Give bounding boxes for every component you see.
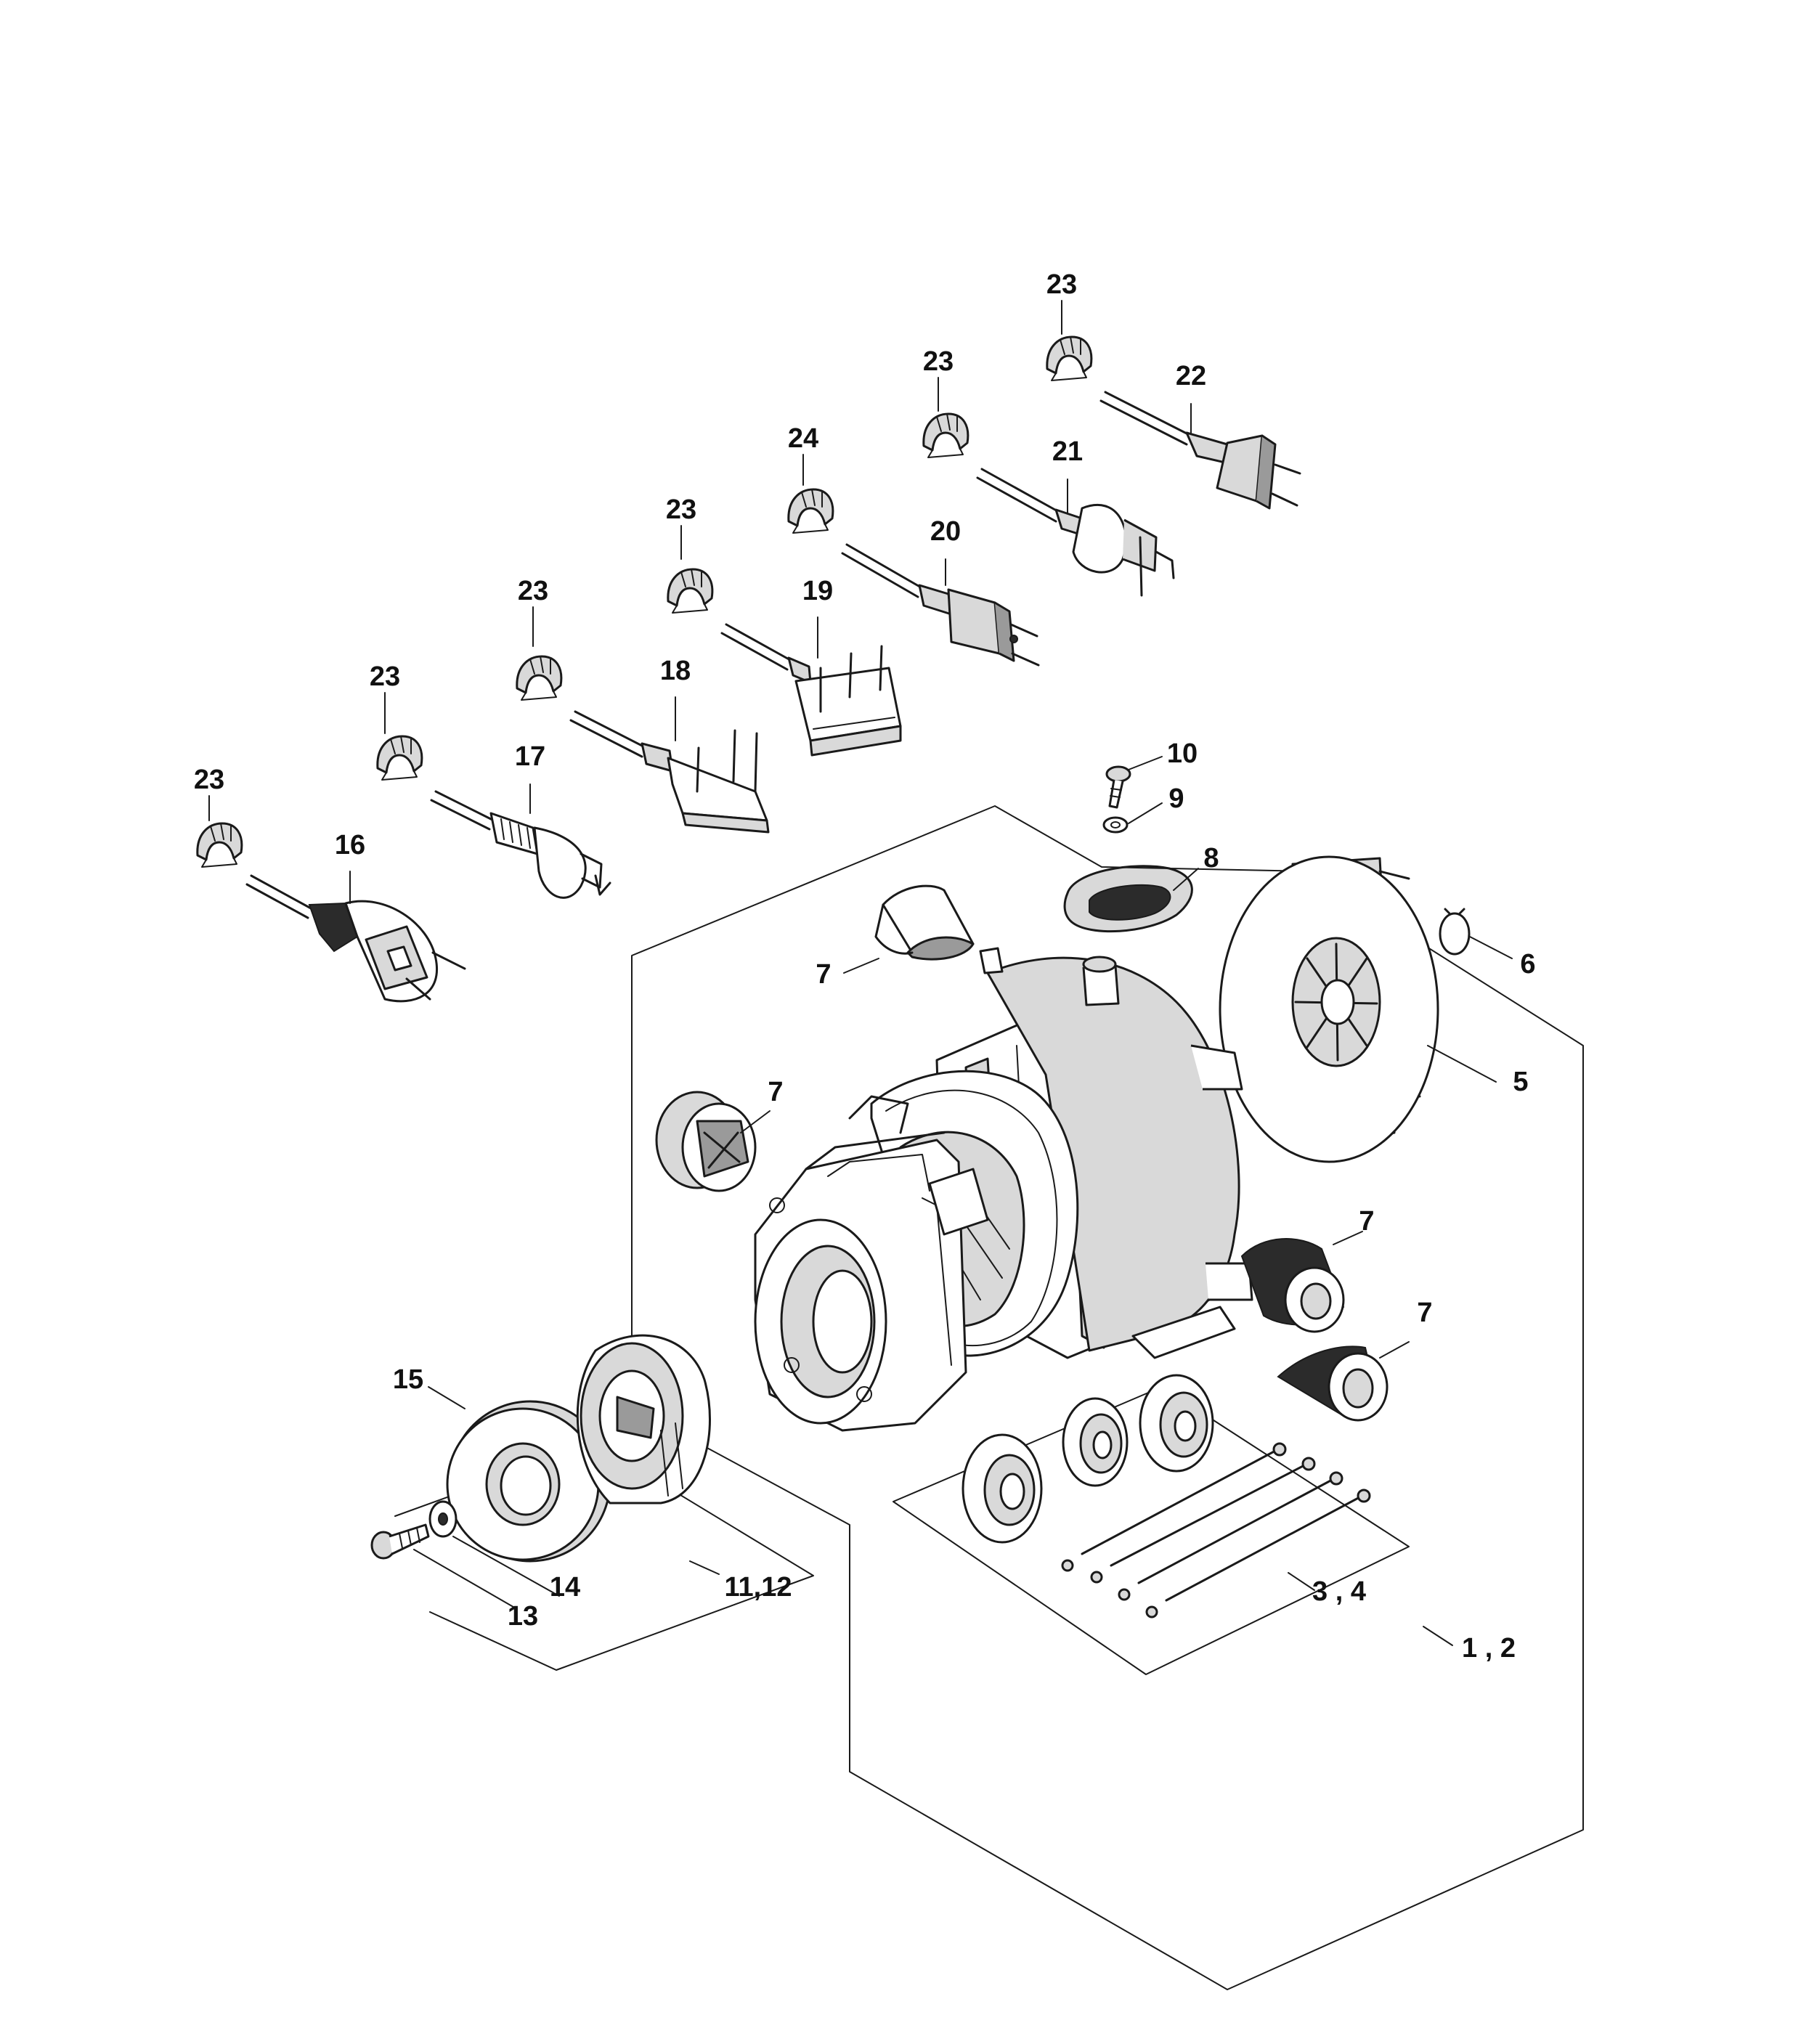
screw-10 — [1105, 765, 1131, 809]
callout-24: 24 — [788, 423, 818, 454]
callout-labels: 23 22 23 21 24 20 23 19 23 18 23 17 23 1… — [194, 269, 1536, 1664]
callout-11-12: 11,12 — [725, 1572, 792, 1603]
callout-1-2: 1 , 2 — [1462, 1633, 1516, 1664]
pulley-15 — [446, 1400, 611, 1563]
cover-11-12 — [576, 1334, 711, 1505]
callout-20: 20 — [930, 516, 961, 547]
leader-lines — [208, 300, 1513, 1646]
callout-5: 5 — [1513, 1067, 1528, 1097]
callout-23: 23 — [518, 576, 548, 606]
power-cord-19 — [667, 568, 902, 757]
callout-23: 23 — [923, 346, 954, 377]
power-cord-16 — [196, 822, 466, 1003]
fan-5 — [1219, 855, 1439, 1163]
brush-cap-7-right-lower — [1277, 1345, 1389, 1422]
callout-23: 23 — [666, 494, 696, 525]
washer-9 — [1102, 816, 1129, 834]
callout-7: 7 — [1417, 1298, 1432, 1328]
power-cord-17 — [376, 735, 611, 899]
callout-10: 10 — [1167, 738, 1198, 769]
tie-rods — [1061, 1442, 1371, 1618]
power-cord-20 — [787, 488, 1040, 667]
callout-15: 15 — [393, 1364, 423, 1395]
brush-holder-7-left — [655, 1091, 757, 1192]
callout-23: 23 — [370, 661, 400, 692]
callout-23: 23 — [1046, 269, 1077, 300]
callout-21: 21 — [1052, 436, 1083, 467]
screw-13 — [370, 1523, 430, 1560]
callout-23: 23 — [194, 765, 224, 795]
motor-housing — [754, 947, 1253, 1432]
callout-9: 9 — [1168, 783, 1184, 814]
callout-13: 13 — [508, 1601, 538, 1632]
callout-7: 7 — [1359, 1206, 1374, 1237]
callout-16: 16 — [335, 830, 365, 860]
callout-17: 17 — [515, 741, 545, 772]
brush-cap-7-right-upper — [1240, 1238, 1345, 1333]
kit-outline-1-2 — [631, 805, 1584, 1990]
callout-18: 18 — [660, 656, 691, 686]
power-cord-18 — [516, 655, 770, 834]
callout-19: 19 — [802, 576, 833, 606]
power-cord-21 — [922, 412, 1175, 597]
callout-22: 22 — [1176, 361, 1206, 391]
callout-3-4: 3 , 4 — [1312, 1576, 1366, 1607]
power-cord-22 — [1046, 335, 1301, 510]
brush-cap-7-top — [874, 884, 975, 961]
circlip-6 — [1439, 908, 1471, 956]
gasket-8 — [1063, 865, 1193, 933]
callout-7: 7 — [768, 1077, 783, 1107]
bearing-set — [962, 1374, 1214, 1544]
callout-14: 14 — [550, 1572, 580, 1603]
callout-7: 7 — [816, 959, 831, 990]
callout-8: 8 — [1203, 843, 1219, 874]
washer-14 — [428, 1500, 458, 1538]
callout-6: 6 — [1520, 949, 1535, 980]
